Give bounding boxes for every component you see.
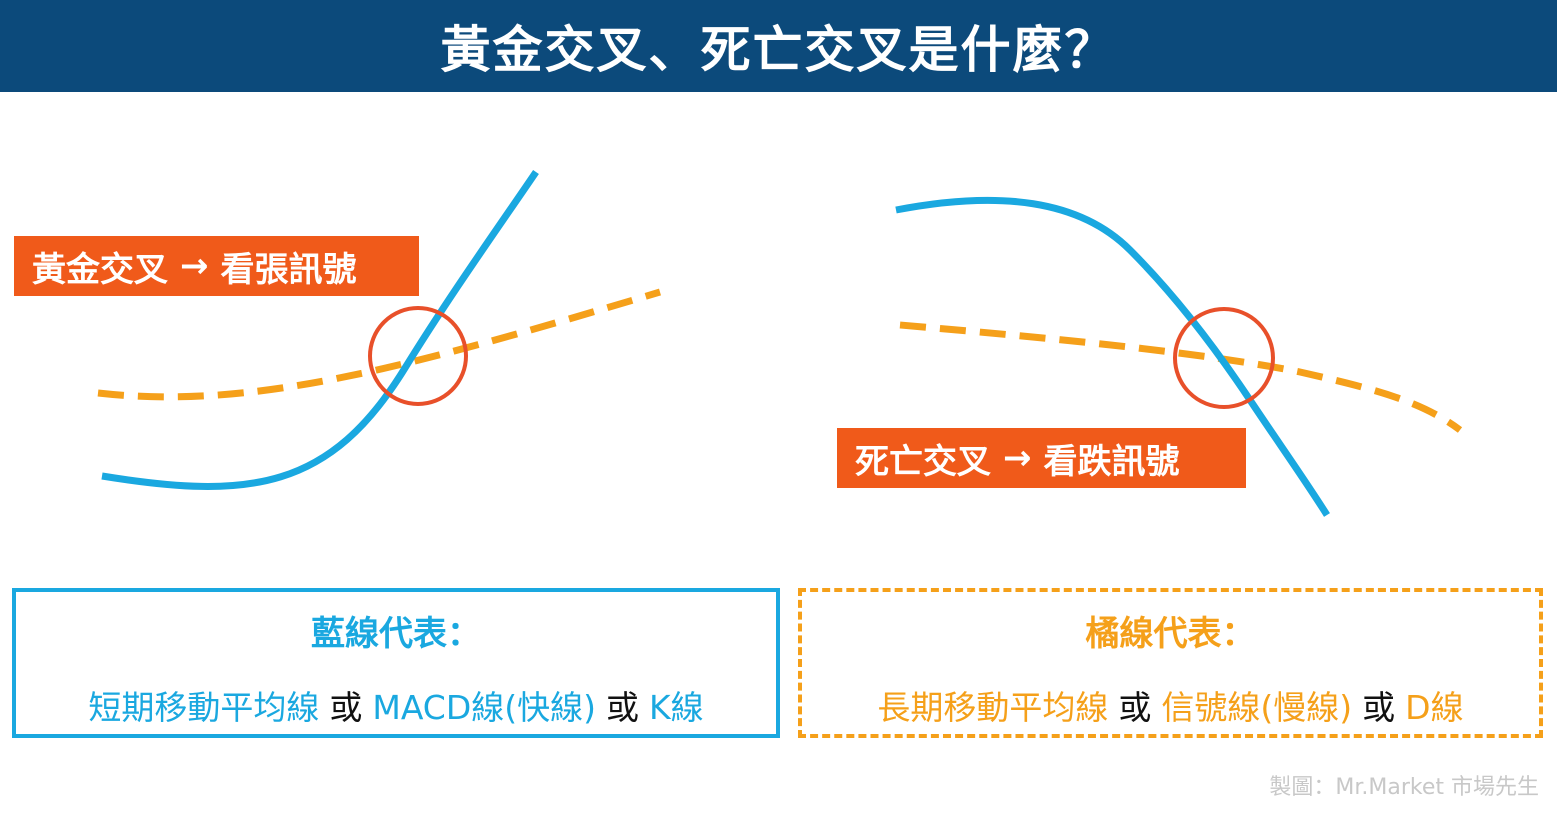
death-cross-label-text: 死亡交叉 — [855, 441, 991, 482]
page-title: 黃金交叉、死亡交叉是什麼？ — [440, 21, 1117, 79]
death-cross-orange-line — [899, 321, 1463, 433]
orange-legend-heading: 橘線代表： — [1085, 614, 1256, 654]
credit-text: 製圖：Mr.Market 市場先生 — [1269, 775, 1539, 800]
or-text: 或 — [329, 688, 363, 727]
title-bar: 黃金交叉、死亡交叉是什麼？ — [0, 0, 1557, 92]
or-text: 或 — [1118, 688, 1152, 727]
death-cross-blue-line — [895, 196, 1330, 517]
crossover-diagram — [97, 170, 1463, 517]
death-cross-label: 死亡交叉 → 看跌訊號 — [837, 428, 1246, 488]
bullish-signal-text: 看張訊號 — [220, 249, 357, 290]
golden-cross-orange-line — [97, 288, 662, 401]
golden-cross-marker — [368, 306, 468, 406]
right-arrow-icon: → — [180, 246, 209, 286]
right-arrow-icon: → — [1003, 438, 1032, 478]
golden-cross-blue-line — [101, 170, 539, 490]
d-line-text: D線 — [1405, 688, 1464, 727]
blue-legend-heading: 藍線代表： — [311, 614, 481, 654]
golden-cross-label: 黃金交叉 → 看張訊號 — [14, 236, 419, 296]
or-text: 或 — [1362, 688, 1396, 727]
bearish-signal-text: 看跌訊號 — [1043, 441, 1180, 482]
long-ma-text: 長期移動平均線 — [877, 688, 1109, 727]
signal-slow-line-text: 信號線(慢線) — [1161, 688, 1353, 727]
death-cross-marker — [1173, 307, 1275, 409]
golden-cross-label-text: 黃金交叉 — [32, 249, 168, 290]
or-text: 或 — [606, 688, 640, 727]
short-ma-text: 短期移動平均線 — [88, 688, 320, 727]
macd-fast-line-text: MACD線(快線) — [372, 688, 597, 727]
k-line-text: K線 — [649, 688, 704, 727]
